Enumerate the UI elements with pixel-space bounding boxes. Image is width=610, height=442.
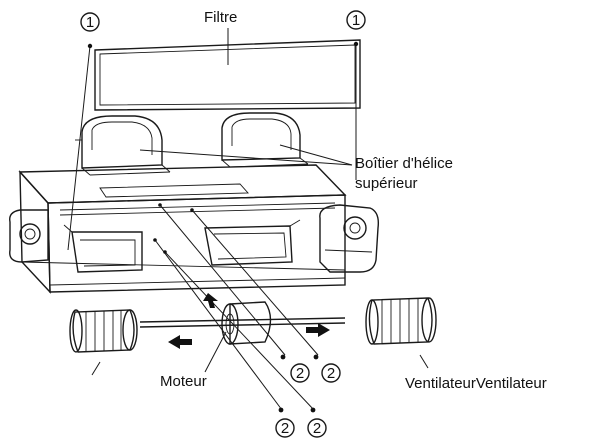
screw-1-right (353, 41, 359, 180)
callout-2-c: 2 (275, 418, 295, 438)
screw-2-head (313, 354, 319, 360)
filter-panel (94, 39, 361, 111)
callout-2-a: 2 (290, 363, 310, 383)
screw-2-head (310, 407, 316, 413)
callout-2-d-text: 2 (313, 420, 321, 437)
callout-1-left-text: 1 (86, 14, 94, 31)
callout-1-left: 1 (80, 12, 100, 32)
callout-2-a-text: 2 (296, 365, 304, 382)
housing-label-line2: supérieur (355, 175, 418, 192)
callout-2-b-text: 2 (327, 365, 335, 382)
callout-1-right: 1 (346, 10, 366, 30)
callout-2-c-text: 2 (281, 420, 289, 437)
lower-fan-housing-right (204, 219, 301, 266)
lower-fan-housing-left (63, 224, 143, 273)
upper-fan-housing-left (75, 115, 171, 176)
right-flange (319, 204, 380, 273)
housing-label-line1: Boîtier d'hélice (355, 155, 453, 172)
screw-1-left (67, 43, 93, 251)
screw-2-head (280, 354, 286, 360)
fan-wheel-right (365, 297, 437, 369)
fan-wheel-left (69, 309, 138, 376)
callout-2-d: 2 (307, 418, 327, 438)
left-flange (9, 209, 49, 263)
screw-2-head (278, 407, 284, 413)
fan-label: VentilateurVentilateur (405, 375, 547, 392)
callout-1-right-text: 1 (352, 12, 360, 29)
main-cabinet (18, 164, 347, 294)
motor-label: Moteur (160, 373, 207, 390)
motor-assembly (139, 301, 346, 373)
filter-label: Filtre (204, 9, 237, 26)
removal-arrows (168, 293, 330, 349)
callout-2-b: 2 (321, 363, 341, 383)
